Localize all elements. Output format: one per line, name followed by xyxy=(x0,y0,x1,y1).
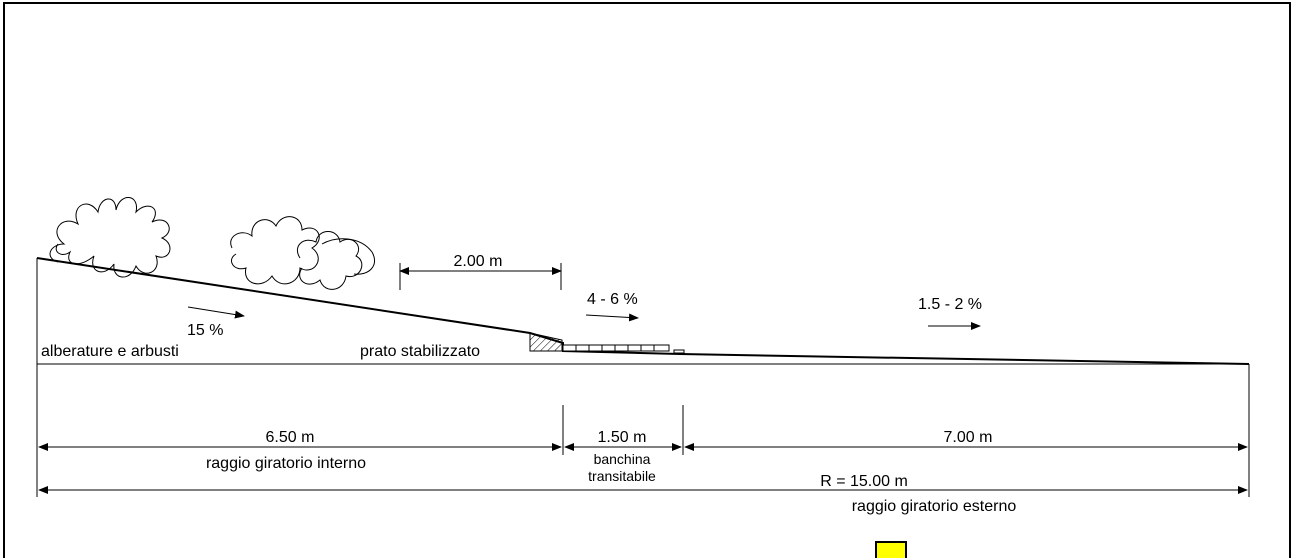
zone-label-trees: alberature e arbusti xyxy=(41,343,179,360)
dim-label-banchina: 1.50 m xyxy=(598,429,647,446)
dim-caption-total: raggio giratorio esterno xyxy=(852,498,1017,515)
banchina-strip xyxy=(562,344,670,352)
dim-caption-banchina-2: transitabile xyxy=(588,468,656,484)
dim-label-inner: 6.50 m xyxy=(266,429,315,446)
curb xyxy=(529,332,563,352)
dim-caption-banchina-1: banchina xyxy=(594,451,651,467)
slope-label-carriageway: 1.5 - 2 % xyxy=(918,296,982,313)
dim-label-prato: 2.00 m xyxy=(454,253,503,270)
dim-caption-inner: raggio giratorio interno xyxy=(206,455,366,472)
slope-label-banchina: 4 - 6 % xyxy=(587,291,638,308)
edge-marker xyxy=(673,349,685,354)
slope-arrow-embankment xyxy=(187,306,245,319)
dim-label-carriageway: 7.00 m xyxy=(944,429,993,446)
zone-label-lawn: prato stabilizzato xyxy=(360,343,480,360)
dim-label-total: R = 15.00 m xyxy=(820,473,908,490)
slope-label-embankment: 15 % xyxy=(187,322,223,339)
slope-arrow-banchina xyxy=(585,313,639,322)
yellow-marker-icon xyxy=(875,541,907,558)
trees-shrubs-icon xyxy=(49,197,376,290)
drawing-frame xyxy=(3,2,1291,558)
banchina-joints xyxy=(575,345,655,351)
